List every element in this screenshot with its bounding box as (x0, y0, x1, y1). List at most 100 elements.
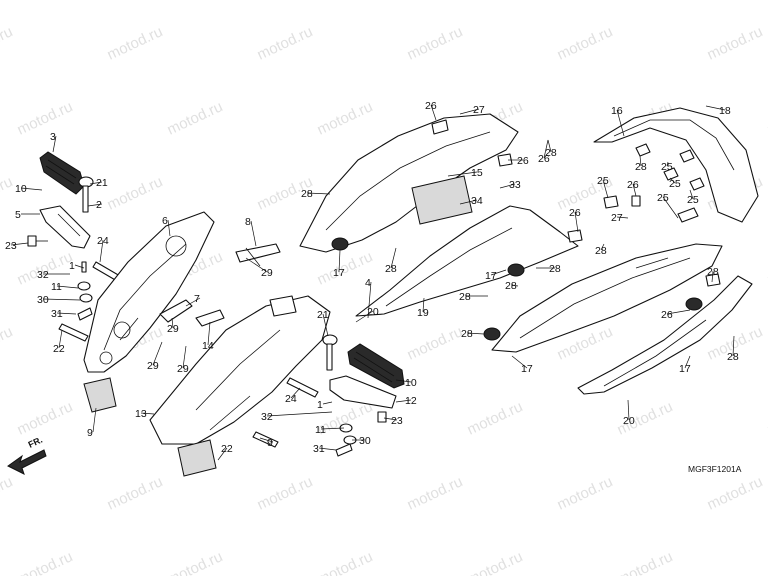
callout-number: 7 (194, 293, 200, 305)
callout-number: 13 (135, 408, 147, 420)
grab-rail-18 (593, 107, 759, 223)
callout-number: 3 (50, 131, 56, 143)
callout-leader (395, 379, 412, 383)
callout-leader (511, 355, 528, 369)
rider-footpeg-left (39, 151, 85, 195)
callout-leader (600, 243, 605, 251)
callout-number: 26 (517, 155, 529, 167)
callout-number: 28 (595, 245, 607, 257)
callout-number: 26 (569, 207, 581, 219)
callout-leader (56, 285, 79, 289)
watermark-text: motod.ru (0, 473, 15, 513)
watermark-text: motod.ru (765, 548, 768, 576)
callout-leader (140, 412, 155, 415)
watermark-text: motod.ru (765, 248, 768, 288)
callout-number: 27 (473, 104, 485, 116)
callout-leader (20, 187, 43, 191)
diagram-code: MGF3F1201A (688, 464, 742, 474)
callout-leader (669, 177, 676, 184)
clip-31-left (77, 307, 93, 321)
callout-leader (447, 171, 478, 177)
callout-number: 28 (459, 291, 471, 303)
callout-number: 26 (661, 309, 673, 321)
watermark-text: motod.ru (765, 398, 768, 438)
callout-leader (185, 297, 201, 307)
callout-leader (167, 219, 171, 237)
callout-number: 26 (425, 100, 437, 112)
callout-number: 23 (391, 415, 403, 427)
callout-number: 11 (315, 424, 326, 436)
callout-leader (574, 211, 579, 233)
callout-leader (322, 313, 329, 337)
callout-leader (74, 264, 85, 269)
callout-leader (430, 104, 437, 121)
callout-number: 11 (51, 281, 62, 293)
watermark-text: motod.ru (705, 23, 766, 63)
footpeg-bracket-12 (329, 375, 397, 409)
callout-leader (207, 321, 211, 346)
callout-number: 31 (313, 443, 325, 455)
mark-plate-9-right (177, 439, 217, 477)
callout-leader (666, 161, 669, 167)
callout-leader (499, 183, 516, 189)
watermark-text: motod.ru (555, 473, 616, 513)
lower-side-cover-16 (491, 243, 723, 353)
clip-26-cover (567, 229, 583, 243)
callout-leader (632, 183, 637, 197)
watermark-text: motod.ru (15, 398, 76, 438)
callout-number: 5 (15, 209, 21, 221)
callout-leader (58, 329, 63, 349)
callout-leader (318, 447, 337, 451)
callout-leader (92, 407, 97, 433)
callout-number: 29 (147, 360, 159, 372)
grommet-17-a (331, 237, 349, 251)
callout-leader (732, 335, 735, 357)
callout-number: 25 (687, 194, 699, 206)
watermark-text: motod.ru (105, 473, 166, 513)
callout-number: 31 (51, 308, 63, 320)
callout-leader (355, 310, 374, 323)
watermark-text: motod.ru (315, 548, 376, 576)
callout-number: 29 (177, 363, 189, 375)
watermark-text: motod.ru (0, 323, 15, 363)
callout-leader (543, 139, 549, 159)
callout-leader (689, 189, 694, 200)
callout-number: 14 (202, 340, 214, 352)
watermark-text: motod.ru (765, 98, 768, 138)
bracket-7 (159, 299, 225, 327)
bolt-22-left (58, 323, 89, 342)
callout-number: 22 (221, 443, 233, 455)
callout-number: 28 (727, 351, 739, 363)
callout-number: 33 (509, 179, 521, 191)
callout-leader (616, 109, 625, 137)
front-marker: FR. (27, 435, 44, 450)
callout-number: 27 (611, 212, 623, 224)
clip-25-a (635, 143, 651, 157)
callout-leader (616, 216, 629, 219)
watermark-text: motod.ru (15, 98, 76, 138)
front-arrow-icon: FR. (7, 435, 47, 475)
callout-leader (217, 447, 228, 461)
callout-number: 34 (471, 195, 483, 207)
callout-leader (56, 312, 77, 315)
callout-leader (422, 297, 425, 313)
clip-26-right (603, 195, 619, 209)
callout-leader (52, 135, 57, 153)
callout-number: 28 (635, 161, 647, 173)
callout-number: 9 (267, 437, 273, 449)
callout-number: 29 (261, 267, 273, 279)
callout-leader (266, 411, 333, 417)
callout-leader (459, 108, 480, 115)
bolt-23-right (377, 411, 387, 423)
callout-number: 17 (333, 267, 345, 279)
cable-guide-8 (235, 243, 281, 267)
callout-number: 17 (679, 363, 691, 375)
watermark-text: motod.ru (465, 398, 526, 438)
clip-26-mid (497, 153, 513, 167)
watermark-text: motod.ru (465, 548, 526, 576)
callout-number: 20 (623, 415, 635, 427)
callout-number: 26 (627, 179, 639, 191)
callout-leader (322, 401, 333, 405)
callout-number: 21 (317, 309, 329, 321)
